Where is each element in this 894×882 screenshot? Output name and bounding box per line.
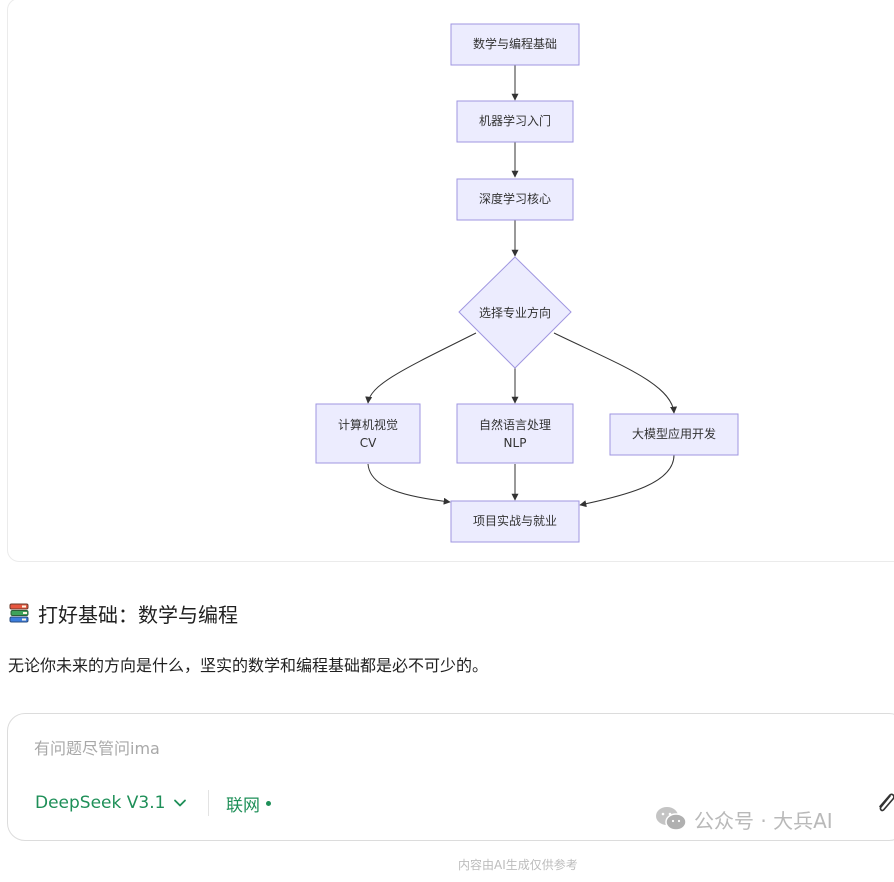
edge-choice-cv	[365, 332, 477, 404]
edge-choice-llm	[553, 332, 678, 414]
flow-edges	[365, 65, 678, 508]
watermark-text: 公众号 · 大兵AI	[694, 808, 833, 833]
body-paragraph: 无论你未来的方向是什么，坚实的数学和编程基础都是必不可少的。	[8, 656, 489, 675]
chat-input[interactable]	[34, 736, 734, 760]
node-ml: 机器学习入门	[456, 100, 574, 143]
web-search-toggle[interactable]: 联网	[226, 790, 271, 816]
node-nlp-label-line2: NLP	[504, 436, 527, 450]
node-math: 数学与编程基础	[450, 23, 580, 66]
status-dot-icon	[266, 800, 271, 806]
chat-composer: DeepSeek V3.1 联网	[7, 713, 894, 841]
edge-cv-job	[367, 463, 451, 505]
books-icon	[9, 603, 29, 623]
node-nlp: 自然语言处理 NLP	[456, 403, 574, 464]
edge-llm-job	[579, 454, 675, 508]
paperclip-icon[interactable]	[874, 790, 894, 816]
node-llm: 大模型应用开发	[609, 413, 739, 456]
model-selector[interactable]: DeepSeek V3.1	[35, 790, 187, 816]
node-llm-label: 大模型应用开发	[632, 426, 716, 441]
ai-disclaimer: 内容由AI生成仅供参考	[458, 858, 578, 872]
model-selector-label: DeepSeek V3.1	[35, 793, 166, 813]
node-dl: 深度学习核心	[456, 178, 574, 221]
flowchart-diagram: 数学与编程基础 机器学习入门 深度学习核心 选择专业方向 计算机视觉 CV 自然…	[315, 23, 739, 543]
section-heading-text: 打好基础：数学与编程	[38, 602, 238, 627]
watermark: 公众号 · 大兵AI	[654, 804, 833, 834]
node-choice-diamond: 选择专业方向	[458, 256, 572, 369]
node-cv-label-line1: 计算机视觉	[338, 417, 398, 432]
node-choice-label: 选择专业方向	[479, 305, 551, 320]
node-cv-label-line2: CV	[360, 436, 377, 450]
node-job-label: 项目实战与就业	[473, 513, 557, 528]
node-job: 项目实战与就业	[450, 500, 580, 543]
node-nlp-label-line1: 自然语言处理	[479, 417, 551, 432]
node-cv: 计算机视觉 CV	[315, 403, 421, 464]
node-math-label: 数学与编程基础	[473, 36, 557, 51]
wechat-icon	[656, 807, 687, 831]
node-ml-label: 机器学习入门	[479, 113, 551, 128]
node-dl-label: 深度学习核心	[479, 191, 551, 206]
web-search-label: 联网	[226, 795, 260, 816]
toolbar-divider	[208, 790, 209, 816]
flowchart-card: 数学与编程基础 机器学习入门 深度学习核心 选择专业方向 计算机视觉 CV 自然…	[7, 0, 894, 562]
chevron-down-icon	[174, 799, 187, 807]
section-heading: 打好基础：数学与编程	[8, 598, 238, 628]
